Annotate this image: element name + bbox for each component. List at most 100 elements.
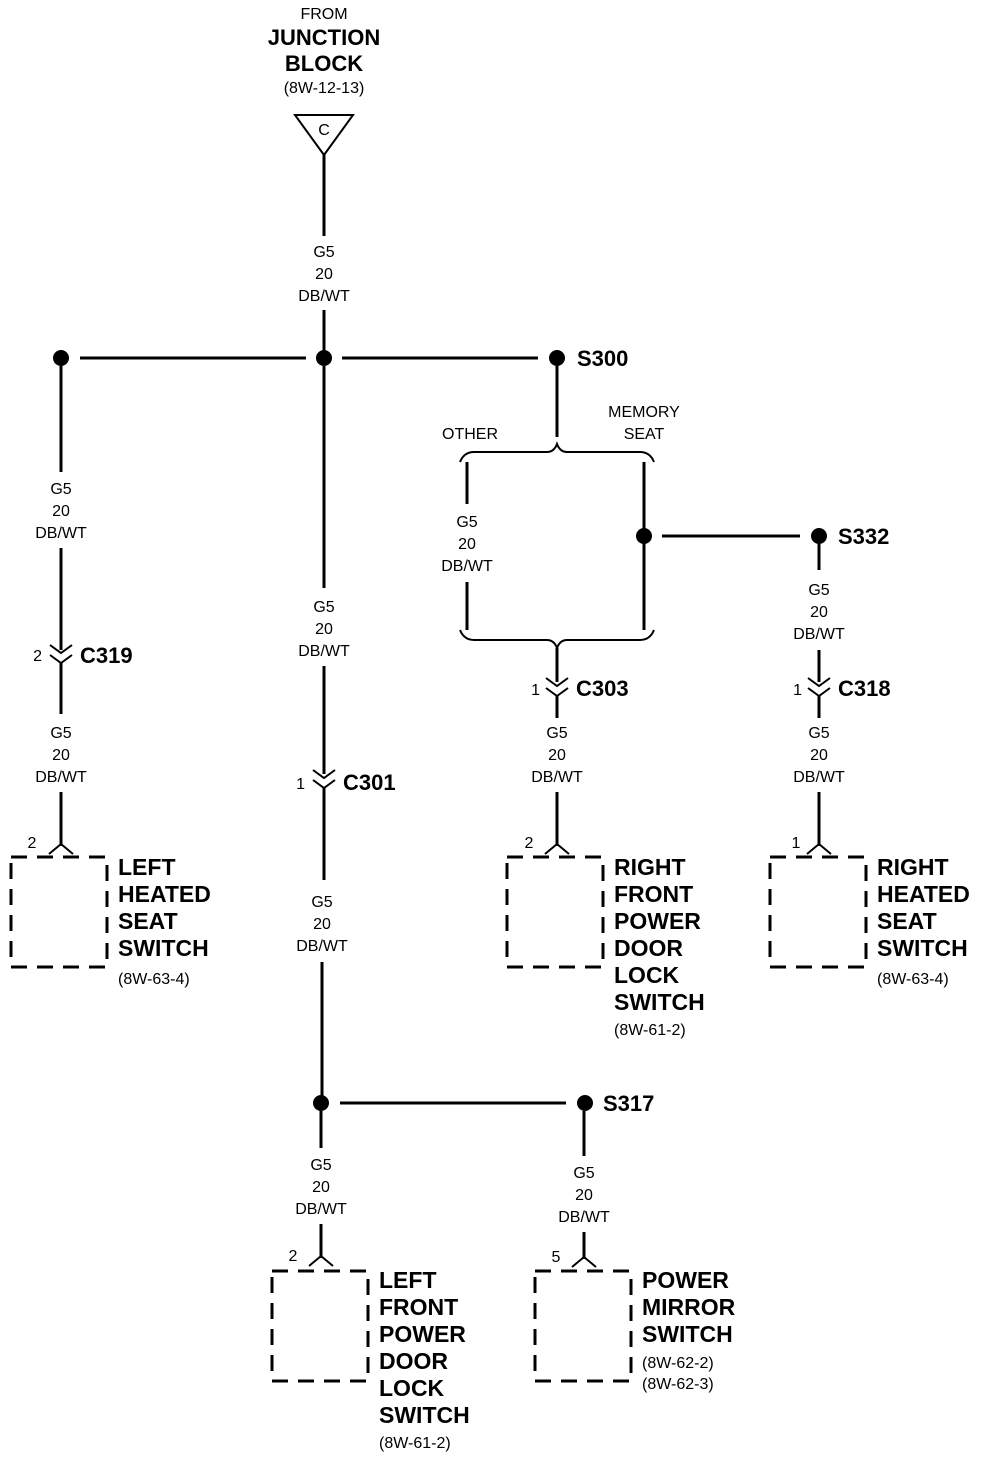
svg-text:LOCK: LOCK xyxy=(614,962,680,988)
left-front-door-lock-pin: 2 xyxy=(289,1248,298,1265)
right-heated-seat-switch-label: RIGHT HEATED SEAT SWITCH (8W-63-4) xyxy=(877,854,970,988)
c318-pin: 1 xyxy=(793,682,802,699)
svg-text:DB/WT: DB/WT xyxy=(295,1201,347,1218)
left-front-door-lock-switch-box xyxy=(270,1269,370,1383)
branch-other-label: OTHER xyxy=(442,426,498,443)
splice-dot-s300 xyxy=(549,350,565,366)
svg-text:G5: G5 xyxy=(808,582,829,599)
svg-text:DB/WT: DB/WT xyxy=(298,288,350,305)
junction-block-ref: (8W-12-13) xyxy=(284,80,365,97)
wire-label-center-upper: G5 20 DB/WT xyxy=(298,599,350,660)
wire-label-center-mid: G5 20 DB/WT xyxy=(296,894,348,955)
splice-s332-label: S332 xyxy=(838,524,889,549)
svg-text:DB/WT: DB/WT xyxy=(296,938,348,955)
junction-label: JUNCTION xyxy=(268,25,380,50)
power-mirror-pin: 5 xyxy=(552,1249,561,1266)
svg-text:20: 20 xyxy=(312,1179,330,1196)
svg-text:RIGHT: RIGHT xyxy=(614,854,686,880)
wire-label-lower-left: G5 20 DB/WT xyxy=(295,1157,347,1218)
svg-text:DB/WT: DB/WT xyxy=(35,769,87,786)
svg-text:G5: G5 xyxy=(546,725,567,742)
svg-text:DB/WT: DB/WT xyxy=(793,769,845,786)
svg-text:20: 20 xyxy=(52,747,70,764)
svg-text:20: 20 xyxy=(810,604,828,621)
svg-text:DB/WT: DB/WT xyxy=(531,769,583,786)
svg-text:20: 20 xyxy=(458,536,476,553)
svg-text:DOOR: DOOR xyxy=(614,935,683,961)
splice-dot-lower-left xyxy=(313,1095,329,1111)
svg-text:20: 20 xyxy=(52,503,70,520)
wire-label-left-lower: G5 20 DB/WT xyxy=(35,725,87,786)
svg-text:(8W-63-4): (8W-63-4) xyxy=(118,971,190,988)
svg-text:HEATED: HEATED xyxy=(877,881,970,907)
svg-text:POWER: POWER xyxy=(614,908,701,934)
connector-c-letter: C xyxy=(318,122,330,139)
connector-c303: 1 C303 xyxy=(531,676,629,701)
svg-text:(8W-63-4): (8W-63-4) xyxy=(877,971,949,988)
svg-text:20: 20 xyxy=(315,621,333,638)
option-brace-top xyxy=(459,441,655,463)
svg-text:FRONT: FRONT xyxy=(614,881,693,907)
right-front-door-lock-pin: 2 xyxy=(525,835,534,852)
svg-text:LEFT: LEFT xyxy=(379,1267,437,1293)
wire-label-trunk-top: G5 20 DB/WT xyxy=(298,244,350,305)
c303-pin: 1 xyxy=(531,682,540,699)
svg-text:(8W-62-2): (8W-62-2) xyxy=(642,1355,714,1372)
svg-text:LEFT: LEFT xyxy=(118,854,176,880)
pin-chevron-right-heated-seat xyxy=(806,842,832,855)
wire-label-c303: G5 20 DB/WT xyxy=(531,725,583,786)
svg-text:G5: G5 xyxy=(50,481,71,498)
from-label: FROM xyxy=(300,6,347,23)
svg-text:G5: G5 xyxy=(313,599,334,616)
left-heated-seat-switch-label: LEFT HEATED SEAT SWITCH (8W-63-4) xyxy=(118,854,211,988)
svg-text:RIGHT: RIGHT xyxy=(877,854,949,880)
svg-text:G5: G5 xyxy=(50,725,71,742)
wire-label-c318: G5 20 DB/WT xyxy=(793,725,845,786)
svg-text:DOOR: DOOR xyxy=(379,1348,448,1374)
svg-text:HEATED: HEATED xyxy=(118,881,211,907)
svg-text:(8W-62-3): (8W-62-3) xyxy=(642,1376,714,1393)
splice-dot-memory xyxy=(636,528,652,544)
splice-s317-label: S317 xyxy=(603,1091,654,1116)
wire-label-left-upper: G5 20 DB/WT xyxy=(35,481,87,542)
pin-chevron-left-heated-seat xyxy=(48,842,74,855)
connector-c-triangle xyxy=(293,114,355,157)
pin-chevron-left-front-door-lock xyxy=(308,1254,334,1267)
svg-text:SWITCH: SWITCH xyxy=(379,1402,470,1428)
svg-text:DB/WT: DB/WT xyxy=(298,643,350,660)
svg-text:G5: G5 xyxy=(311,894,332,911)
svg-text:G5: G5 xyxy=(573,1165,594,1182)
power-mirror-switch-box xyxy=(533,1269,633,1383)
svg-text:DB/WT: DB/WT xyxy=(35,525,87,542)
left-heated-seat-pin: 2 xyxy=(28,835,37,852)
svg-text:SEAT: SEAT xyxy=(118,908,178,934)
connector-c319: 2 C319 xyxy=(33,643,133,668)
pin-chevron-power-mirror xyxy=(571,1255,597,1268)
splice-dot-s317 xyxy=(577,1095,593,1111)
connector-c318: 1 C318 xyxy=(793,676,891,701)
wire-label-mirror: G5 20 DB/WT xyxy=(558,1165,610,1226)
c318-label: C318 xyxy=(838,676,891,701)
c303-label: C303 xyxy=(576,676,629,701)
right-front-door-lock-switch-box xyxy=(505,855,605,969)
pin-chevron-right-front-door-lock xyxy=(544,842,570,855)
svg-text:20: 20 xyxy=(575,1187,593,1204)
svg-text:G5: G5 xyxy=(310,1157,331,1174)
splice-s300-label: S300 xyxy=(577,346,628,371)
svg-text:MIRROR: MIRROR xyxy=(642,1294,736,1320)
svg-text:SWITCH: SWITCH xyxy=(642,1321,733,1347)
svg-text:SWITCH: SWITCH xyxy=(118,935,209,961)
svg-text:SEAT: SEAT xyxy=(877,908,937,934)
power-mirror-switch-label: POWER MIRROR SWITCH (8W-62-2) (8W-62-3) xyxy=(642,1267,736,1393)
branch-memory-label-1: MEMORY xyxy=(608,404,680,421)
c319-pin: 2 xyxy=(33,648,42,665)
splice-dot-s332 xyxy=(811,528,827,544)
wire-label-other: G5 20 DB/WT xyxy=(441,514,493,575)
junction-block-source: FROM JUNCTION BLOCK (8W-12-13) C xyxy=(268,6,380,157)
svg-text:20: 20 xyxy=(810,747,828,764)
right-heated-seat-switch-box xyxy=(768,855,868,969)
wire-label-s332: G5 20 DB/WT xyxy=(793,582,845,643)
svg-text:SWITCH: SWITCH xyxy=(877,935,968,961)
svg-text:FRONT: FRONT xyxy=(379,1294,458,1320)
svg-text:G5: G5 xyxy=(808,725,829,742)
